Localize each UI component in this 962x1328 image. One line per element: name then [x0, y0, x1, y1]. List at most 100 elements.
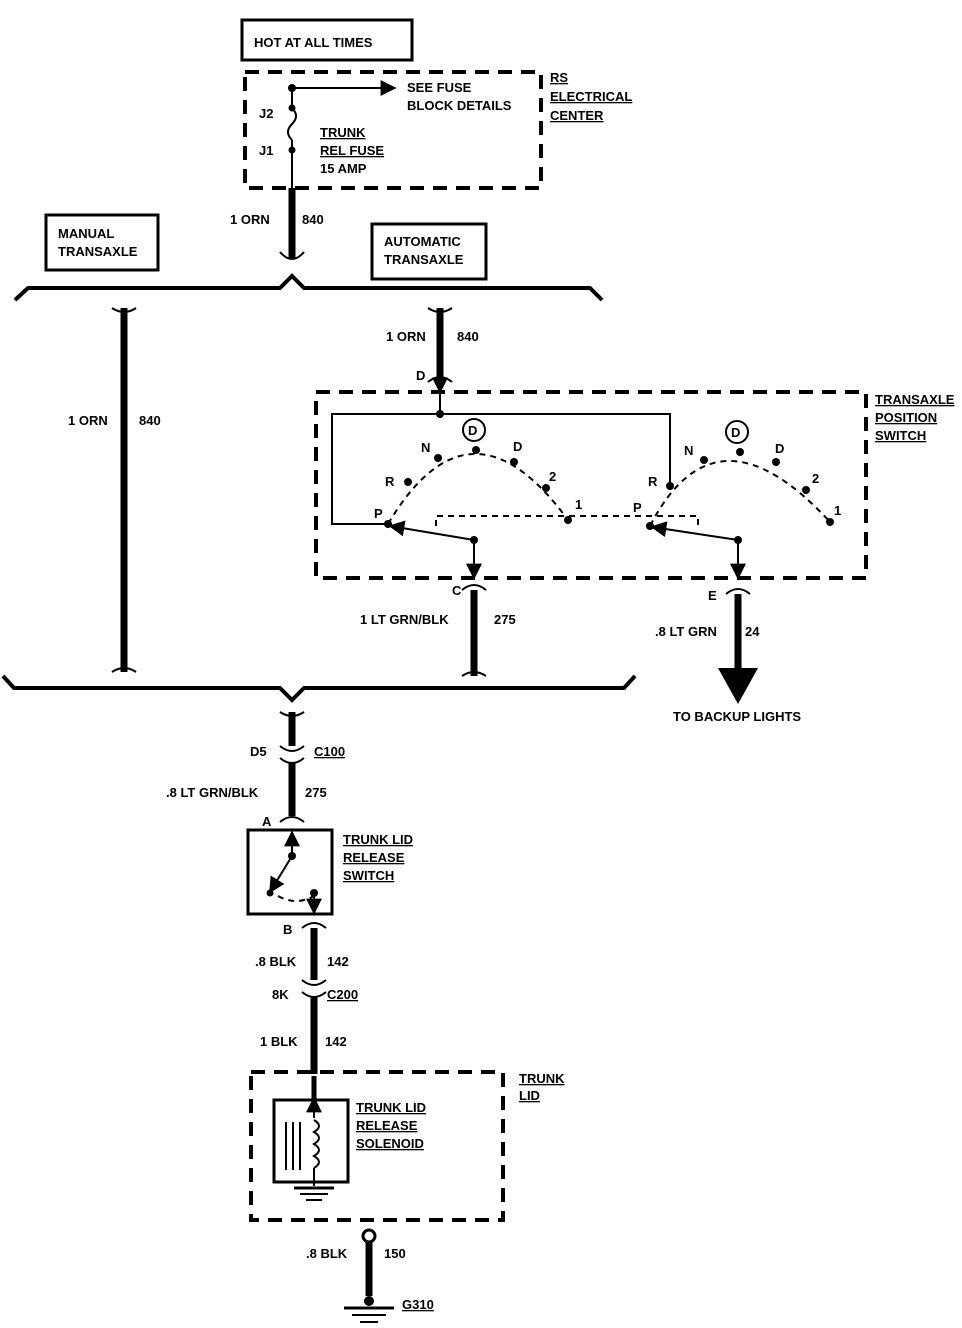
- wire-circuit: 840: [457, 329, 479, 344]
- pin-e-label: E: [708, 588, 717, 603]
- fuse-rating: 15 AMP: [320, 161, 367, 176]
- pos-p: P: [374, 506, 383, 521]
- right-contact-arm: [650, 521, 739, 541]
- c100-connector: [279, 745, 305, 752]
- block-details-label: BLOCK DETAILS: [407, 98, 512, 113]
- automatic-line1: AUTOMATIC: [384, 234, 461, 249]
- wire-circuit: 275: [494, 612, 516, 627]
- fuse-name-line2: REL FUSE: [320, 143, 384, 158]
- switch-line1: TRUNK LID: [343, 832, 413, 847]
- trunk-lid-line1: TRUNK: [519, 1071, 565, 1086]
- wire-gauge: .8 LT GRN/BLK: [166, 785, 259, 800]
- rs-label: RS: [550, 70, 568, 85]
- c100-pin: D5: [250, 744, 267, 759]
- trunk-lid-area: TRUNK LID: [249, 1070, 565, 1222]
- pos-d-circle: D: [731, 425, 740, 440]
- pos-1: 1: [834, 503, 841, 518]
- tps-line2: POSITION: [875, 410, 937, 425]
- pin-d-label: D: [416, 368, 425, 383]
- pos-d: D: [513, 439, 522, 454]
- trunk-lid-release-solenoid: TRUNK LID RELEASE SOLENOID: [272, 1076, 426, 1201]
- automatic-line2: TRANSAXLE: [384, 252, 464, 267]
- left-contact-arm: [388, 520, 475, 541]
- automatic-transaxle-box: AUTOMATIC TRANSAXLE: [370, 222, 488, 281]
- trunk-lid-line2: LID: [519, 1088, 540, 1103]
- wire-gauge: .8 BLK: [255, 954, 297, 969]
- electrical-label: ELECTRICAL: [550, 89, 632, 104]
- eyelet-terminal: [361, 1228, 377, 1244]
- pin-c-label: C: [452, 583, 462, 598]
- wire-circuit: 840: [139, 413, 161, 428]
- pos-d-circle: D: [468, 423, 477, 438]
- fuse-symbol: [287, 107, 297, 141]
- pos-2: 2: [812, 471, 819, 486]
- pos-r: R: [648, 474, 658, 489]
- c200-pin: 8K: [272, 987, 289, 1002]
- wire-gauge: .8 BLK: [306, 1246, 348, 1261]
- pos-2: 2: [549, 469, 556, 484]
- wire-840-manual: 1 ORN 840: [68, 307, 161, 673]
- solenoid-line1: TRUNK LID: [356, 1100, 426, 1115]
- j1-label: J1: [259, 143, 273, 158]
- wire-gauge: 1 ORN: [386, 329, 426, 344]
- tps-line1: TRANSAXLE: [875, 392, 955, 407]
- tps-outline: [314, 390, 868, 580]
- switch-line3: SWITCH: [343, 868, 394, 883]
- wire-circuit: 142: [325, 1034, 347, 1049]
- wire-150: .8 BLK 150 G310: [306, 1228, 434, 1323]
- wire-840-auto: 1 ORN 840: [386, 307, 479, 383]
- selected-position-marker: [725, 420, 749, 444]
- j2-label: J2: [259, 106, 273, 121]
- wire-gauge: 1 ORN: [68, 413, 108, 428]
- fuse-name-line1: TRUNK: [320, 125, 366, 140]
- wire-275-c100: D5 C100 .8 LT GRN/BLK 275: [166, 711, 345, 823]
- wire-gauge: 1 BLK: [260, 1034, 298, 1049]
- pin-a-label: A: [262, 814, 272, 829]
- backup-lights-label: TO BACKUP LIGHTS: [673, 709, 801, 724]
- transaxle-position-switch: TRANSAXLE POSITION SWITCH D C E P R N D …: [314, 368, 955, 603]
- g310-label: G310: [402, 1297, 434, 1312]
- selected-position-marker: [462, 418, 486, 442]
- pos-n: N: [684, 443, 693, 458]
- wire-circuit: 24: [745, 624, 760, 639]
- center-label: CENTER: [550, 108, 604, 123]
- solenoid-line2: RELEASE: [356, 1118, 418, 1133]
- hot-at-all-times-label: HOT AT ALL TIMES: [254, 35, 373, 50]
- pos-d: D: [775, 441, 784, 456]
- pos-p: P: [633, 500, 642, 515]
- manual-line1: MANUAL: [58, 226, 114, 241]
- pos-r: R: [385, 474, 395, 489]
- wire-circuit: 840: [302, 212, 324, 227]
- wire-142: .8 BLK 142 8K C200 1 BLK 142: [255, 922, 358, 1074]
- trunk-lid-release-switch: A B TRUNK LID RELEASE SWITCH: [246, 814, 413, 937]
- solenoid-coil: [312, 1119, 320, 1169]
- fuse-block-outline: [243, 70, 543, 190]
- manual-transaxle-box: MANUAL TRANSAXLE: [44, 213, 160, 272]
- pin-b-label: B: [283, 922, 292, 937]
- c200-connector: [301, 979, 327, 986]
- hot-at-all-times-box: HOT AT ALL TIMES: [240, 18, 414, 62]
- wire-275-tps: 1 LT GRN/BLK 275: [360, 584, 516, 677]
- wire-circuit: 275: [305, 785, 327, 800]
- wire-24-backup: .8 LT GRN 24 TO BACKUP LIGHTS: [655, 588, 801, 724]
- pos-n: N: [421, 440, 430, 455]
- wire-gauge: .8 LT GRN: [655, 624, 717, 639]
- c200-label: C200: [327, 987, 358, 1002]
- wire-circuit: 142: [327, 954, 349, 969]
- switch-line2: RELEASE: [343, 850, 405, 865]
- solenoid-line3: SOLENOID: [356, 1136, 424, 1151]
- option-brace-top: [13, 273, 604, 302]
- see-fuse-label: SEE FUSE: [407, 80, 472, 95]
- fuse-block: SEE FUSE BLOCK DETAILS RS ELECTRICAL CEN…: [243, 70, 632, 190]
- switch-contact: [269, 855, 293, 894]
- tps-line3: SWITCH: [875, 428, 926, 443]
- backup-arrow: [718, 668, 758, 704]
- wire-circuit: 150: [384, 1246, 406, 1261]
- pos-1: 1: [575, 497, 582, 512]
- c100-label: C100: [314, 744, 345, 759]
- mechanical-linkage: [435, 515, 699, 528]
- wire-gauge: 1 LT GRN/BLK: [360, 612, 449, 627]
- wire-gauge: 1 ORN: [230, 212, 270, 227]
- trunk-lid-outline: [249, 1070, 505, 1222]
